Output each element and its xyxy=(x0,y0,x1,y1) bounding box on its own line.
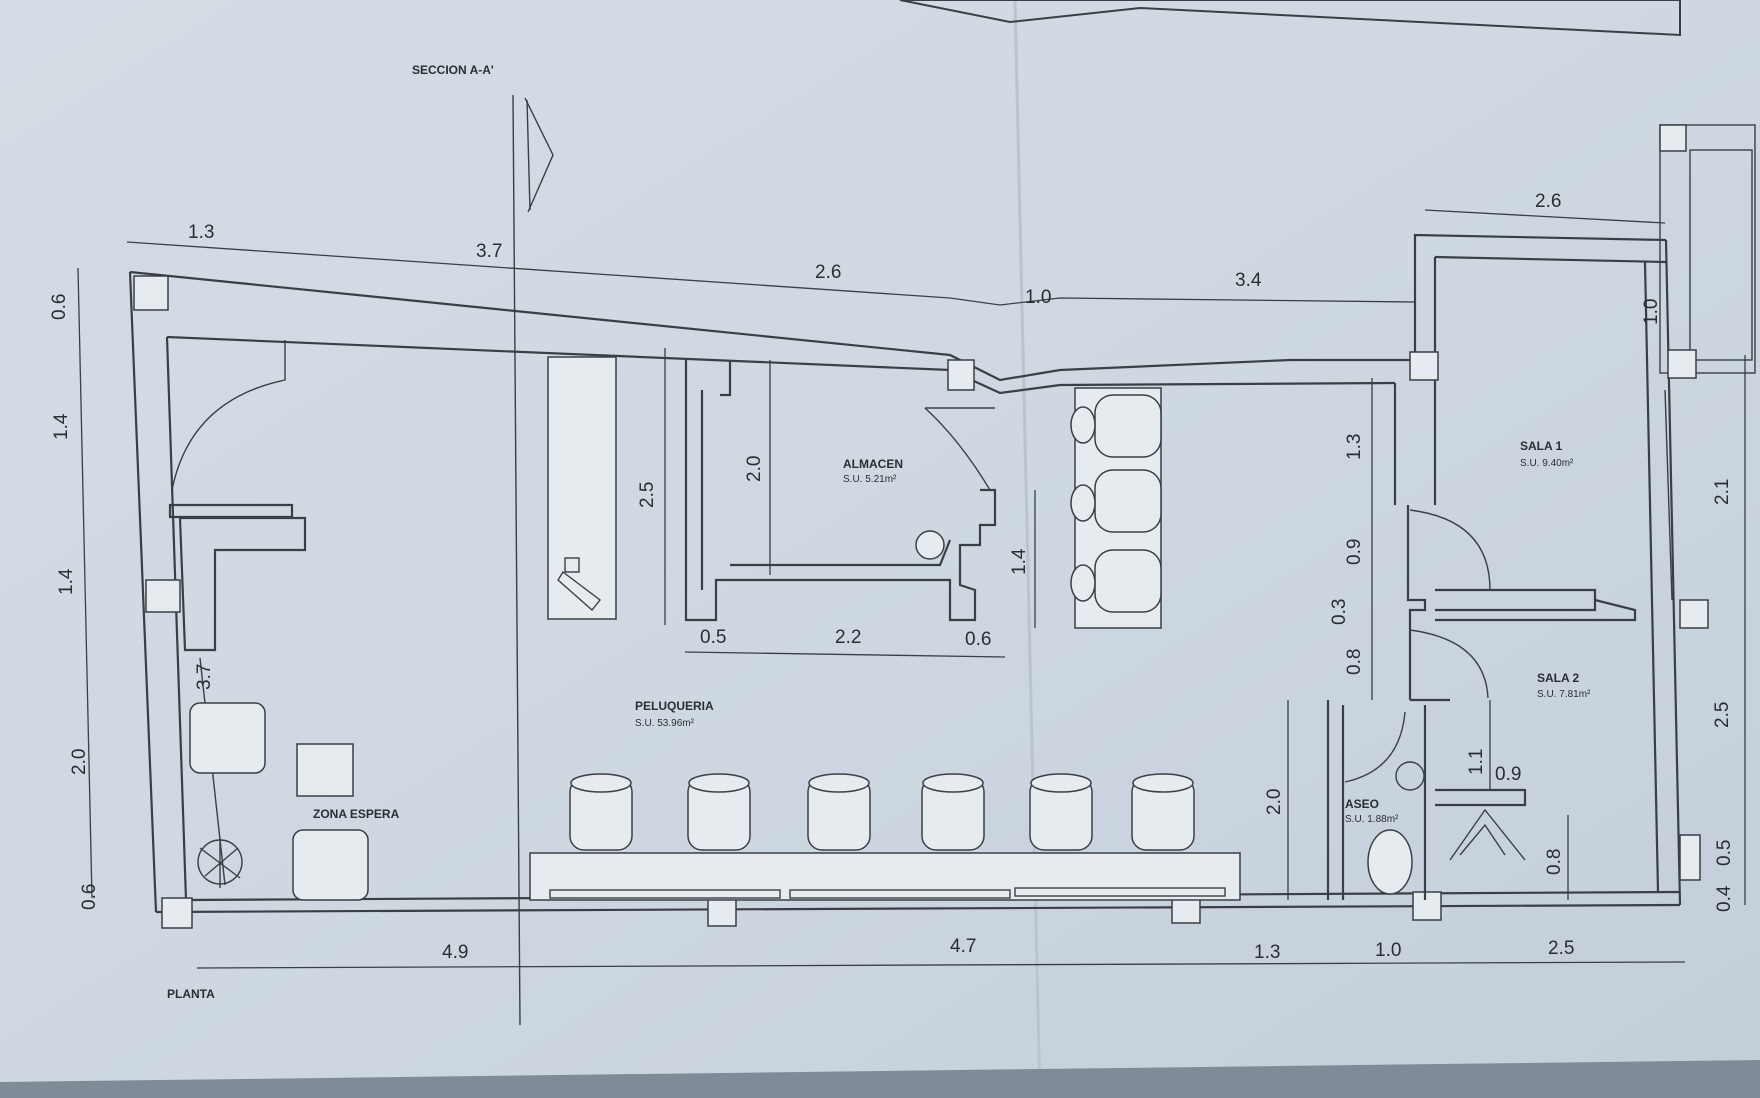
dim-top-1: 1.3 xyxy=(188,222,214,243)
dim-chairs-side: 1.4 xyxy=(1009,548,1030,575)
dim-bottom-1: 4.9 xyxy=(442,942,468,963)
dim-almacen-5: 0.6 xyxy=(965,629,991,650)
dim-sala2-1: 1.1 xyxy=(1466,749,1487,775)
dim-bottom-4: 1.0 xyxy=(1375,940,1401,961)
dim-center-1: 1.3 xyxy=(1344,434,1365,460)
dim-top-2: 3.7 xyxy=(476,241,502,262)
room-aseo-name: ASEO xyxy=(1345,797,1379,811)
dim-almacen-2: 2.5 xyxy=(637,482,658,508)
side-table xyxy=(296,743,354,797)
exterior-walls xyxy=(128,124,1756,929)
dim-top-5: 3.4 xyxy=(1235,270,1262,291)
room-sala1-name: SALA 1 xyxy=(1520,439,1563,453)
room-labels: ALMACEN S.U. 5.21m² PELUQUERIA S.U. 53.9… xyxy=(167,439,1591,1001)
dim-left-1: 0.6 xyxy=(49,294,70,320)
dim-top-6: 2.6 xyxy=(1535,191,1561,212)
paper-fold xyxy=(1013,0,1042,1098)
sink xyxy=(915,530,945,560)
dim-left-3: 1.4 xyxy=(56,568,77,595)
dimension-labels: 1.3 3.7 2.6 1.0 3.4 2.6 0.6 1.4 1.4 2.0 … xyxy=(49,191,1735,963)
dim-bottom-5: 2.5 xyxy=(1548,938,1574,959)
plan-label: PLANTA xyxy=(167,987,215,1001)
dim-sala2-3: 0.8 xyxy=(1544,849,1565,875)
section-title: SECCION A-A' xyxy=(412,63,494,77)
room-sala1-area: S.U. 9.40m² xyxy=(1520,458,1574,469)
wash-chairs xyxy=(1070,394,1162,613)
room-peluqueria-area: S.U. 53.96m² xyxy=(635,718,695,729)
dim-entry: 3.7 xyxy=(194,664,215,690)
dim-bottom-3: 1.3 xyxy=(1254,942,1280,963)
dim-right-4: 0.5 xyxy=(1714,840,1735,866)
dim-right-1: 1.0 xyxy=(1641,299,1662,325)
armchair xyxy=(292,829,369,901)
dim-bottom-2: 4.7 xyxy=(950,936,976,957)
dim-center-3: 0.3 xyxy=(1329,599,1350,625)
room-sala2-area: S.U. 7.81m² xyxy=(1537,689,1591,700)
room-almacen-area: S.U. 5.21m² xyxy=(843,474,897,485)
dim-top-3: 2.6 xyxy=(815,262,841,283)
dim-sala2-2: 0.9 xyxy=(1495,764,1521,785)
room-peluqueria-name: PELUQUERIA xyxy=(635,699,714,713)
room-aseo-area: S.U. 1.88m² xyxy=(1345,814,1399,825)
dim-right-3: 2.5 xyxy=(1712,702,1733,728)
adjacent-drawing xyxy=(899,0,1681,37)
dim-center-4: 0.8 xyxy=(1344,649,1365,675)
room-almacen-name: ALMACEN xyxy=(843,457,903,471)
room-sala2-name: SALA 2 xyxy=(1537,671,1580,685)
furniture xyxy=(189,356,1425,901)
dim-almacen-3: 0.5 xyxy=(700,627,726,648)
reception-counter xyxy=(547,356,617,620)
toilet xyxy=(1367,829,1413,895)
armchair xyxy=(189,702,266,774)
room-zona-espera-name: ZONA ESPERA xyxy=(313,807,400,821)
dim-right-2: 2.1 xyxy=(1712,479,1733,505)
dim-left-2: 1.4 xyxy=(51,413,72,440)
dim-center-2: 0.9 xyxy=(1344,539,1365,565)
interior-walls xyxy=(168,360,1673,900)
dimension-lines xyxy=(77,209,1746,969)
dim-left-5: 0.6 xyxy=(79,884,100,910)
styling-chairs xyxy=(569,773,1195,851)
dim-left-4: 2.0 xyxy=(69,749,90,775)
dim-center-5: 2.0 xyxy=(1264,789,1285,815)
styling-counter xyxy=(529,852,1241,901)
dim-almacen-1: 2.0 xyxy=(744,456,765,482)
doors xyxy=(171,340,1491,783)
section-marker: SECCION A-A' xyxy=(412,63,554,1026)
table-edge xyxy=(0,1060,1760,1098)
dim-top-4: 1.0 xyxy=(1025,287,1051,308)
dim-almacen-4: 2.2 xyxy=(835,627,861,648)
dim-right-5: 0.4 xyxy=(1714,885,1735,912)
